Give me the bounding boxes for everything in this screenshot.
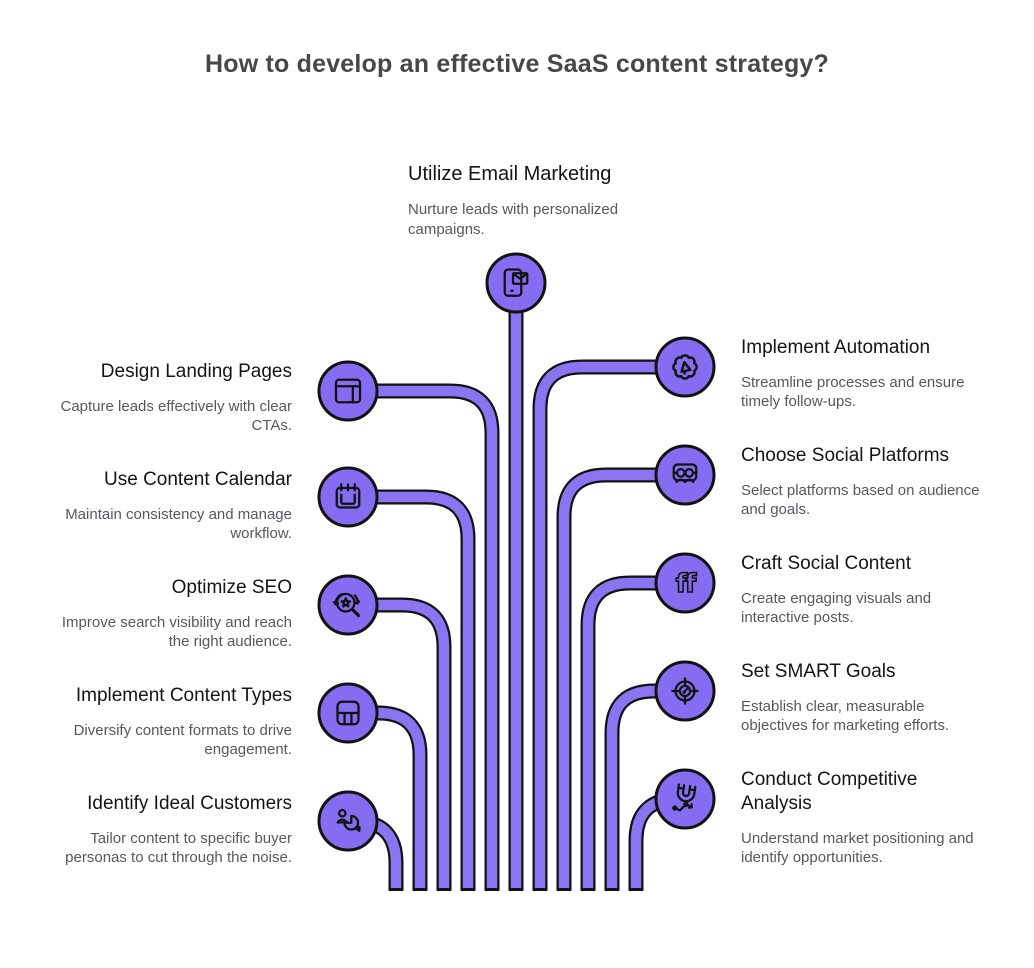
customer-persona-icon bbox=[336, 808, 361, 833]
email-marketing-icon bbox=[503, 268, 529, 297]
step-heading: Implement Content Types bbox=[75, 685, 292, 706]
content-types-grid-icon bbox=[336, 700, 360, 726]
step-set-smart-goals: Set SMART Goals Establish clear, measura… bbox=[741, 660, 981, 736]
step-description: Diversify content formats to drive engag… bbox=[73, 721, 292, 759]
step-description: Nurture leads with personalized campaign… bbox=[408, 201, 619, 238]
step-description: Tailor content to specific buyer persona… bbox=[65, 829, 292, 867]
step-heading: Utilize Email Marketing bbox=[408, 163, 612, 185]
step-utilize-email-marketing: Utilize Email Marketing Nurture leads wi… bbox=[408, 162, 648, 239]
step-description: Streamline processes and ensure timely f… bbox=[741, 373, 965, 411]
step-conduct-competitive-analysis: Conduct Competitive Analysis Understand … bbox=[741, 768, 981, 868]
step-description: Create engaging visuals and interactive … bbox=[741, 589, 932, 627]
automation-gear-icon bbox=[672, 354, 698, 380]
calendar-node bbox=[317, 466, 379, 528]
seo-search-icon bbox=[332, 592, 361, 618]
step-implement-content-types: Implement Content Types Diversify conten… bbox=[44, 684, 292, 760]
competitive-analysis-magnet-icon bbox=[672, 783, 697, 812]
step-description: Understand market positioning and identi… bbox=[741, 829, 974, 867]
step-heading: Conduct Competitive Analysis bbox=[741, 769, 918, 814]
node-circles bbox=[317, 252, 716, 852]
step-heading: Use Content Calendar bbox=[104, 469, 292, 490]
step-heading: Optimize SEO bbox=[171, 577, 292, 598]
tube-fills bbox=[348, 283, 685, 888]
step-heading: Design Landing Pages bbox=[100, 361, 292, 382]
step-description: Maintain consistency and manage workflow… bbox=[65, 505, 292, 543]
step-design-landing-pages: Design Landing Pages Capture leads effec… bbox=[44, 360, 292, 436]
step-description: Establish clear, measurable objectives f… bbox=[741, 697, 950, 735]
social-platforms-icon bbox=[672, 463, 698, 484]
step-heading: Craft Social Content bbox=[741, 553, 912, 574]
social-content-ff-icon: ff bbox=[675, 568, 700, 600]
step-heading: Identify Ideal Customers bbox=[87, 793, 292, 814]
step-description: Improve search visibility and reach the … bbox=[61, 613, 292, 651]
smart-goals-target-icon bbox=[671, 677, 699, 705]
svg-text:ff: ff bbox=[676, 569, 697, 599]
step-identify-ideal-customers: Identify Ideal Customers Tailor content … bbox=[44, 792, 292, 868]
landing-node bbox=[317, 360, 379, 422]
automation-node bbox=[654, 336, 716, 398]
step-heading: Set SMART Goals bbox=[741, 661, 896, 682]
content-calendar-icon bbox=[335, 483, 361, 509]
social-content-node bbox=[654, 552, 716, 614]
step-heading: Choose Social Platforms bbox=[741, 445, 950, 466]
step-description: Select platforms based on audience and g… bbox=[741, 481, 980, 519]
step-use-content-calendar: Use Content Calendar Maintain consistenc… bbox=[44, 468, 292, 544]
step-description: Capture leads effectively with clear CTA… bbox=[60, 397, 292, 435]
step-optimize-seo: Optimize SEO Improve search visibility a… bbox=[44, 576, 292, 652]
customers-node bbox=[317, 790, 379, 852]
step-choose-social-platforms: Choose Social Platforms Select platforms… bbox=[741, 444, 981, 520]
step-implement-automation: Implement Automation Streamline processe… bbox=[741, 336, 981, 412]
step-craft-social-content: Craft Social Content Create engaging vis… bbox=[741, 552, 981, 628]
step-heading: Implement Automation bbox=[741, 337, 931, 358]
competitive-node bbox=[654, 768, 716, 830]
page-title: How to develop an effective SaaS content… bbox=[204, 50, 830, 78]
landing-page-icon bbox=[334, 378, 362, 404]
